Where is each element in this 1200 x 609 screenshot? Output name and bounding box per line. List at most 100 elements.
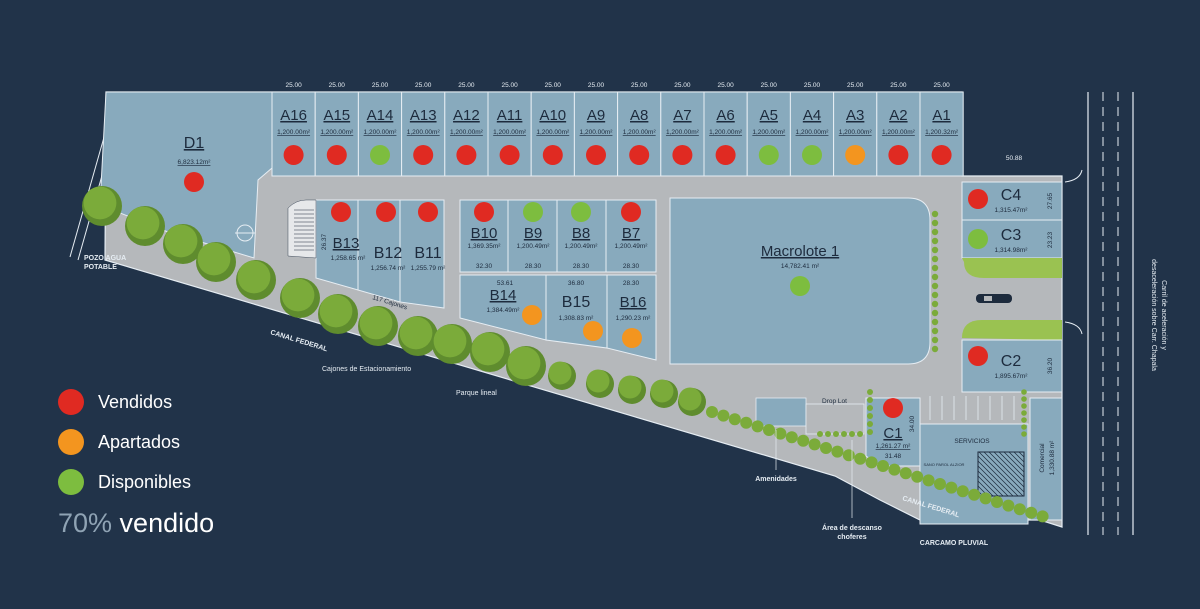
- sold-percent: 70%: [58, 508, 113, 538]
- status-dot-b12: [376, 202, 396, 222]
- label-area-descanso: Área de descanso: [822, 523, 882, 532]
- shrub: [1021, 396, 1027, 402]
- status-dot-c1: [883, 398, 903, 418]
- tree-canopy: [319, 294, 353, 328]
- status-dot-b7: [621, 202, 641, 222]
- lot-c1[interactable]: [865, 397, 921, 467]
- highway: [1064, 92, 1134, 535]
- small-tree: [785, 431, 798, 444]
- hedge-shrub: [931, 327, 939, 335]
- dim-c3-depth: 23.23: [1047, 231, 1054, 248]
- status-dot-a10: [542, 145, 563, 165]
- status-dot-a9: [586, 145, 606, 165]
- status-dot-b15: [583, 321, 603, 341]
- lot-a13[interactable]: [401, 91, 446, 177]
- small-tree: [1025, 506, 1038, 519]
- dim-a9-frontage: 25.00: [588, 82, 605, 89]
- label-comercial-area: 1,330.88 m²: [1049, 440, 1056, 476]
- label-area-descanso-2: choferes: [837, 534, 866, 541]
- dimension-labels: 50.88 27.65 23.23 36.20 34.00 31.48 26.3…: [321, 155, 1054, 460]
- drop-lot-area: [805, 403, 865, 435]
- lot-a10-name: A10: [539, 107, 566, 124]
- small-tree: [899, 467, 912, 480]
- dim-a3-frontage: 25.00: [847, 82, 864, 89]
- hedge-shrub: [931, 309, 939, 317]
- status-dot-a1: [931, 145, 952, 165]
- dim-c2-depth: 36.20: [1047, 357, 1054, 374]
- hedge: [931, 210, 939, 353]
- small-tree: [888, 463, 901, 476]
- lot-b11[interactable]: [399, 199, 445, 309]
- small-tree: [763, 424, 775, 436]
- label-pozo: POZO AGUA: [84, 255, 126, 262]
- label-pozo-2: POTABLE: [84, 264, 117, 271]
- hatch-line: [998, 451, 1025, 478]
- lot-a16[interactable]: [271, 91, 316, 177]
- lot-c2-name: C2: [1001, 353, 1022, 370]
- lot-a4-area: 1,200.00m²: [796, 129, 830, 136]
- label-canal-federal: CANAL FEDERAL: [269, 329, 329, 353]
- lot-a4-name: A4: [803, 107, 821, 124]
- tree-canopy: [164, 224, 198, 258]
- status-dot-b10: [474, 202, 494, 222]
- lot-b11-area: 1,255.79 m²: [411, 265, 447, 272]
- small-tree: [968, 488, 981, 501]
- dim-b16: 28.30: [623, 280, 640, 287]
- shrub: [867, 413, 873, 419]
- small-tree: [922, 474, 935, 487]
- hatch-line: [993, 451, 1025, 483]
- lot-comercial[interactable]: [1029, 397, 1063, 521]
- parking-pocket: [287, 199, 317, 259]
- status-dot-a14: [370, 145, 390, 165]
- shrub: [867, 429, 873, 435]
- lot-b15-name: B15: [562, 294, 591, 311]
- lot-a2-area: 1,200.00m²: [882, 129, 916, 136]
- lot-a8[interactable]: [617, 91, 662, 177]
- status-dot-a3: [845, 145, 866, 165]
- dim-c1-width: 31.48: [885, 453, 902, 460]
- lot-a3-area: 1,200.00m²: [839, 129, 873, 136]
- shrub: [825, 431, 831, 437]
- hatch-line: [977, 465, 1009, 497]
- legend-label-apartados: Apartados: [98, 431, 181, 452]
- small-tree: [728, 413, 741, 426]
- lot-b11-name: B11: [414, 245, 441, 262]
- tree-canopy: [586, 369, 610, 393]
- tree-canopy: [433, 324, 467, 358]
- lot-a14[interactable]: [357, 91, 403, 177]
- lot-b9-area: 1,200.49m²: [517, 243, 551, 250]
- dim-b10: 32.30: [476, 263, 493, 270]
- shrub: [867, 405, 873, 411]
- status-dot-a15: [326, 145, 347, 165]
- dim-a10-frontage: 25.00: [545, 82, 562, 89]
- hatch-line: [1003, 451, 1025, 473]
- small-tree: [831, 445, 844, 458]
- lot-b12-area: 1,256.74 m²: [371, 265, 407, 272]
- hedge-shrub: [931, 318, 939, 326]
- lot-macrolote-name: Macrolote 1: [761, 243, 839, 260]
- lot-a5-area: 1,200.00m²: [752, 129, 786, 136]
- hatch-lines: [977, 451, 1025, 497]
- lot-a8-area: 1,200.00m²: [623, 129, 657, 136]
- status-dot-c4: [968, 189, 988, 209]
- small-tree: [865, 456, 878, 469]
- lot-b8-name: B8: [572, 225, 590, 242]
- lot-b16-name: B16: [620, 294, 647, 311]
- small-tree: [1036, 510, 1049, 523]
- small-tree: [842, 449, 855, 462]
- tree-canopy: [359, 306, 393, 340]
- status-dot-b16: [622, 328, 642, 348]
- small-tree: [991, 496, 1003, 508]
- dim-a14-frontage: 25.00: [372, 82, 389, 89]
- dim-a15-frontage: 25.00: [329, 82, 346, 89]
- disponible-dot-icon: [58, 469, 84, 495]
- lot-a3-name: A3: [846, 107, 864, 124]
- legend-item-disponibles: Disponibles: [58, 462, 191, 502]
- status-dot-a5: [758, 145, 779, 165]
- small-tree: [751, 420, 764, 433]
- lot-b8-area: 1,200.49m²: [565, 243, 599, 250]
- hatch-line: [977, 475, 999, 497]
- status-dot-a4: [802, 145, 822, 165]
- lot-b7[interactable]: [605, 199, 657, 273]
- lot-b16[interactable]: [606, 274, 657, 361]
